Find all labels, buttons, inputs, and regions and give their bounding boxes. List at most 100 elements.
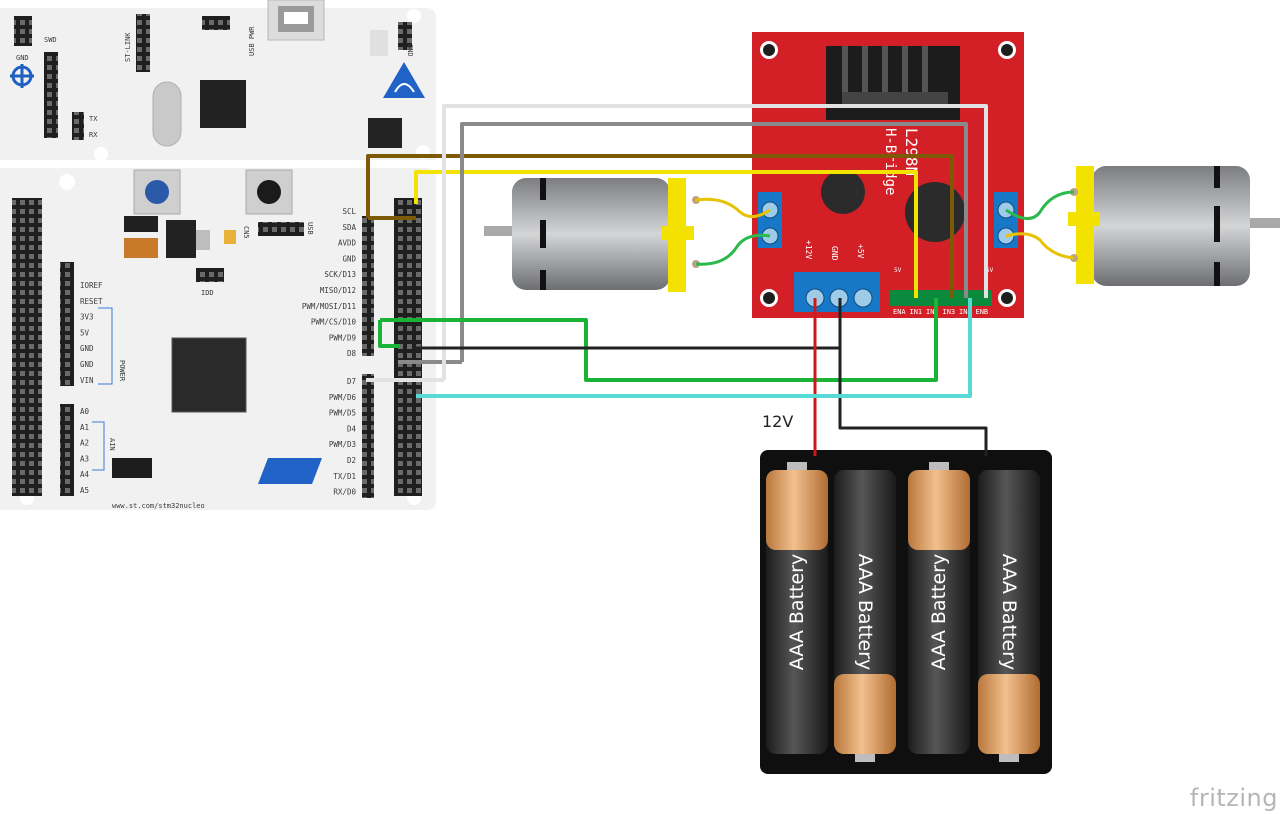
power-pin-label: GND [80,360,94,369]
control-header[interactable] [890,290,992,306]
battery-cell-label: AAA Battery [854,554,876,670]
motor-right [1068,166,1280,286]
digital-pin-label: D2 [347,456,356,465]
digital-pin-label: PWM/MOSI/D11 [302,302,356,311]
jumper-label-a: 5V [894,267,902,274]
aaa-battery-cell [978,470,1040,762]
swd-label: SWD [44,36,57,44]
digital-pin-label: RX/D0 [333,488,356,497]
stm32-mcu [171,337,247,413]
capacitor-1 [821,170,865,214]
digital-pin-labels: SCLSDAAVDDGNDSCK/D13MISO/D12PWM/MOSI/D11… [302,207,357,497]
wire-gray [460,122,968,362]
analog-pin-label: A5 [80,486,89,495]
usb-connector [267,0,325,41]
user-button[interactable] [133,169,181,215]
jumper-header [202,16,230,30]
power-pin-label: 3V3 [80,313,94,322]
voltage-label: 12V [762,412,793,431]
control-pin-label: ENA [893,308,906,316]
gnd-header [14,16,32,46]
idd-header [196,268,224,282]
battery-cell-label: AAA Battery [928,554,950,670]
jumper-label-b: 5V [986,267,994,274]
crystal [152,81,182,147]
voltage-regulator [166,220,196,258]
board-url: www.st.com/stm32nucleo [112,502,205,510]
cn5-header [258,222,304,236]
analog-header [60,404,74,496]
digital-pin-label: D4 [347,424,357,433]
battery-cell-label: AAA Battery [998,554,1020,670]
control-pin-label: IN3 [943,308,956,316]
digital-pin-label: D7 [347,377,356,386]
aaa-battery-cell [766,462,828,754]
power-terminal[interactable] [794,272,880,312]
tx-label: TX [89,115,98,123]
stlink-chip [200,80,246,128]
control-pin-label: IN2 [926,308,939,316]
usb-pwr-label: USB PWR [248,26,256,56]
digital-pin-label: AVDD [338,239,357,248]
analog-pin-label: A1 [80,423,89,432]
digital-pin-label: PWM/D3 [329,440,356,449]
st-logo-icon [258,458,322,484]
wire-green [380,298,938,382]
capacitor [124,238,158,258]
power-header [60,262,74,386]
txrx-header [72,112,84,140]
driver-title: L298N [902,128,921,176]
wire-yellow [414,170,918,298]
label-12v: +12V [804,240,813,259]
wire-cyan [416,298,972,398]
power-pin-label: RESET [80,297,103,306]
digital-pin-label: SCK/D13 [324,270,356,279]
wire-black-battery [838,298,988,456]
wires [366,104,1075,456]
morpho-left-header [12,198,42,496]
label-gnd: GND [830,246,839,261]
power-pin-label: VIN [80,376,94,385]
motor-a-wire-1 [695,197,771,218]
digital-pin-label: PWM/D5 [329,409,356,418]
nucleo-board: GND SWD ST-LINK USB PWR GND TX RX IDD CN… [0,0,436,510]
stlink-label: ST-LINK [124,32,132,62]
label-5v: +5V [856,244,865,259]
rx-label: RX [89,131,98,139]
arduino-digital-high [362,216,374,356]
swd-header [44,52,58,138]
digital-pin-label: PWM/D9 [329,333,356,342]
motor-a-terminal[interactable] [758,192,782,248]
aaa-battery-cell [834,470,896,762]
arduino-digital-low [362,374,374,498]
small-capacitor [224,230,236,244]
stlink-header [136,14,150,72]
fritzing-watermark: fritzing [1189,784,1278,812]
digital-pin-label: D8 [347,349,357,358]
analog-pin-label: A0 [80,407,90,416]
power-pin-label: 5V [80,328,90,337]
power-pin-label: GND [80,344,94,353]
gnd-label: GND [16,54,29,62]
esd-warning-icon [383,62,425,98]
gnd-header-right [398,22,412,50]
power-group-label: POWER [118,360,126,382]
regulator [124,216,158,232]
wire-brown [366,154,954,298]
heatsink [826,46,960,120]
usb-label: USB [306,222,314,235]
digital-pin-label: GND [342,254,356,263]
digital-pin-label: SDA [342,223,356,232]
motor-a-wire-2 [695,233,771,266]
motor-b-terminal[interactable] [994,192,1018,248]
analog-pin-label: A2 [80,439,89,448]
reset-button[interactable] [245,169,293,215]
digital-pin-label: SCL [342,207,356,216]
idd-label: IDD [201,289,214,297]
